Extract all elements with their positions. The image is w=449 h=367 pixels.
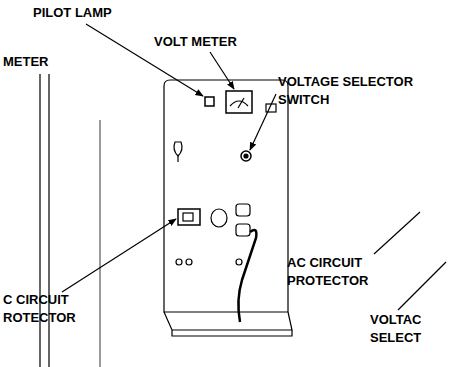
toggle-knob xyxy=(174,142,182,156)
leader-line xyxy=(374,212,420,254)
toggle-knob xyxy=(177,156,178,162)
receptacle xyxy=(211,209,227,227)
outlet xyxy=(236,224,250,236)
leader-line xyxy=(62,219,176,292)
leader-line xyxy=(250,94,276,150)
terminal xyxy=(236,259,242,265)
part-label: AC CIRCUIT PROTECTOR xyxy=(287,254,395,290)
frame-line xyxy=(100,120,101,367)
panel-tray xyxy=(164,312,292,336)
part-label: METER xyxy=(3,53,83,71)
part-label: VOLTAC SELECT xyxy=(370,311,442,347)
panel-plate xyxy=(164,80,288,312)
leader-line xyxy=(210,52,234,89)
part-label: VOLTAGE SELECTOR SWITCH xyxy=(278,73,428,109)
selector-knob xyxy=(241,151,251,161)
leader-line xyxy=(398,262,446,310)
part-label: VOLT METER xyxy=(154,33,284,51)
circuit-protector xyxy=(183,213,193,221)
volt-meter xyxy=(226,91,252,113)
terminal xyxy=(186,259,192,265)
part-label: PILOT LAMP xyxy=(33,4,153,22)
selector-knob xyxy=(244,154,248,158)
power-cord xyxy=(238,230,256,322)
part-label: C CIRCUIT ROTECTOR xyxy=(3,291,79,327)
terminal xyxy=(176,259,182,265)
pilot-lamp xyxy=(205,97,214,106)
meter-needle xyxy=(230,98,248,108)
outlet xyxy=(236,204,250,216)
circuit-protector xyxy=(178,209,200,225)
